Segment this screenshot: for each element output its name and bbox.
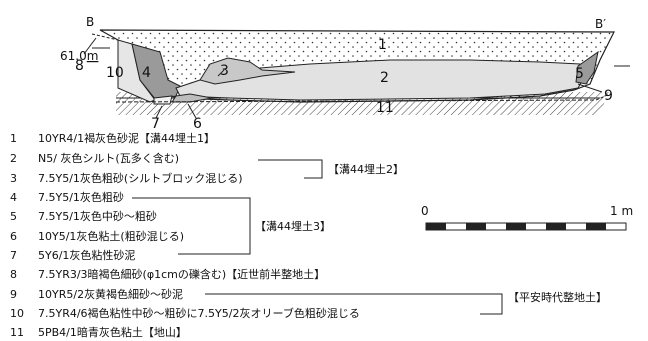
legend-num-3: 3 — [10, 172, 17, 185]
leader-3 — [217, 69, 225, 77]
layer-7 — [153, 95, 173, 105]
legend-text-9: 10YR5/2灰黄褐色細砂～砂泥 — [38, 287, 183, 301]
legend-num-4: 4 — [10, 191, 17, 204]
section-layer-1: 1 — [378, 37, 387, 53]
elevation-value: 61.0 — [60, 49, 87, 63]
elevation-unit: m — [87, 49, 99, 63]
group-fill3: 【溝44埋土3】 — [255, 220, 331, 233]
legend-text-8: 7.5YR3/3暗褐色細砂(φ1cmの礫含む)【近世前半整地土】 — [38, 267, 325, 281]
label-left-point: B — [86, 15, 94, 29]
bracket-heian — [205, 293, 503, 315]
group-fill2: 【溝44埋土2】 — [328, 163, 404, 176]
legend-num-11: 11 — [10, 326, 24, 339]
legend-text-4: 7.5Y5/1灰色粗砂 — [38, 190, 124, 204]
dashed-line-left — [91, 33, 119, 41]
bracket-fill3 — [132, 197, 251, 255]
legend-num-6: 6 — [10, 230, 17, 243]
elevation-label: 61.0m — [60, 49, 98, 63]
section-layer-9: 9 — [604, 88, 613, 104]
legend-text-3: 7.5Y5/1灰色粗砂(シルトブロック混じる) — [38, 171, 243, 185]
leader-6 — [187, 103, 197, 119]
layer-5 — [575, 50, 599, 85]
legend-text-11: 5PB4/1暗青灰色粘土【地山】 — [38, 325, 187, 339]
legend-text-10: 7.5YR4/6褐色粘性中砂～粗砂に7.5Y5/2灰オリーブ色粗砂混じる — [38, 306, 360, 320]
legend-num-7: 7 — [10, 249, 17, 262]
legend-text-5: 7.5Y5/1灰色中砂～粗砂 — [38, 209, 157, 223]
legend-text-7: 5Y6/1灰色粘性砂泥 — [38, 248, 135, 262]
section-layer-8: 8 — [75, 58, 84, 74]
section-layer-10: 10 — [106, 65, 124, 81]
legend-text-2: N5/ 灰色シルト(瓦多く含む) — [38, 151, 179, 165]
bracket-fill2 — [258, 159, 323, 179]
legend-text-1: 10YR4/1褐灰色砂泥【溝44埋土1】 — [38, 131, 215, 145]
leader-8 — [83, 37, 97, 55]
legend-num-1: 1 — [10, 132, 17, 145]
section-layer-2: 2 — [380, 70, 389, 86]
section-layer-3: 3 — [220, 63, 229, 79]
label-right-point: B′ — [595, 17, 606, 31]
group-heian: 【平安時代整地土】 — [508, 290, 607, 304]
legend-num-2: 2 — [10, 152, 17, 165]
leader-7 — [155, 105, 163, 119]
scale-bar — [425, 222, 627, 231]
legend-num-8: 8 — [10, 268, 17, 281]
section-layer-4: 4 — [142, 65, 151, 81]
section-layer-6: 6 — [193, 116, 202, 132]
section-layer-7: 7 — [151, 116, 160, 132]
section-layer-5: 5 — [575, 66, 584, 82]
legend-num-9: 9 — [10, 288, 17, 301]
dashed-line-right — [595, 93, 611, 101]
leader-9 — [577, 83, 603, 93]
legend-num-5: 5 — [10, 210, 17, 223]
layer-3 — [199, 57, 296, 85]
legend-num-10: 10 — [10, 307, 24, 320]
scale-start: 0 — [421, 204, 429, 218]
dashed-line-base — [115, 99, 597, 103]
section-layer-11: 11 — [376, 100, 394, 116]
scale-end: 1 m — [610, 204, 633, 218]
legend: 1 10YR4/1褐灰色砂泥【溝44埋土1】 2 N5/ 灰色シルト(瓦多く含む… — [10, 131, 360, 339]
legend-text-6: 10Y5/1灰色粘土(粗砂混じる) — [38, 229, 184, 243]
layer-6 — [171, 93, 213, 103]
